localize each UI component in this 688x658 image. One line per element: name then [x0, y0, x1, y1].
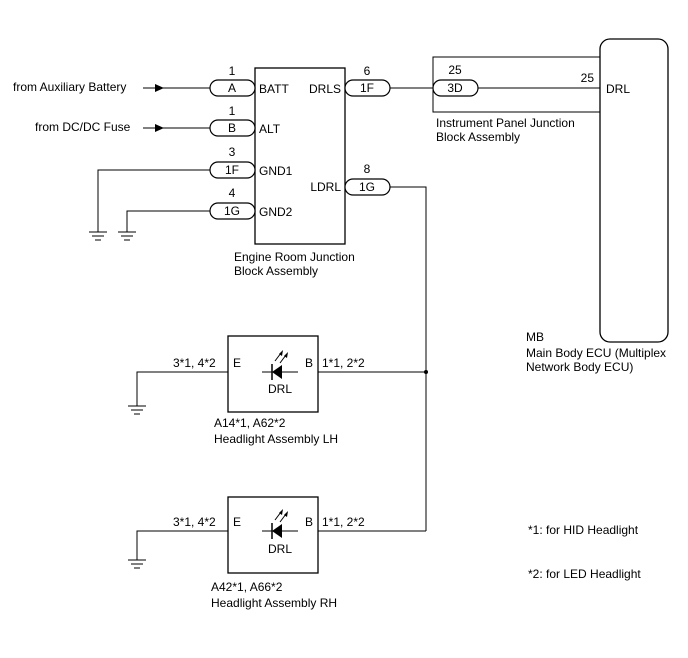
ipjb-name-2: Block Assembly	[436, 130, 520, 144]
connector-gnd1: 3 1F	[209, 145, 256, 179]
pin-ldrl-label: LDRL	[310, 180, 341, 194]
engine-room-jb-name-1: Engine Room Junction	[234, 250, 355, 264]
ecu-code: MB	[526, 330, 544, 344]
arrow-icon	[155, 84, 164, 92]
input-aux-battery-label: from Auxiliary Battery	[13, 80, 126, 94]
ground-icon	[118, 231, 136, 241]
rh-pin-e-number: 3*1, 4*2	[173, 515, 216, 529]
pin-alt-number: 1	[229, 104, 236, 118]
gnd2-wire	[118, 210, 210, 241]
pin-batt-label: BATT	[259, 82, 289, 96]
lh-pin-b-label: B	[305, 356, 313, 370]
connector-batt: 1 A	[209, 64, 256, 97]
engine-room-jb-name-2: Block Assembly	[234, 264, 318, 278]
engine-room-junction-block: BATT ALT GND1 GND2 DRLS LDRL Engine Room…	[234, 67, 355, 278]
pin-gnd2-number: 4	[229, 186, 236, 200]
rh-component-label: DRL	[268, 542, 292, 556]
connector-gnd2-code: 1G	[224, 204, 240, 218]
ecu-name-2: Network Body ECU)	[526, 360, 633, 374]
pin-gnd1-number: 3	[229, 145, 236, 159]
pin-ldrl-number: 8	[364, 162, 371, 176]
connector-gnd1-code: 1F	[225, 163, 239, 177]
connector-drls-code: 1F	[360, 81, 374, 95]
gnd1-wire	[89, 169, 210, 241]
lh-component-label: DRL	[268, 382, 292, 396]
pin-alt-label: ALT	[259, 122, 281, 136]
ecu-pin-number: 25	[581, 71, 595, 85]
ecu-pin-label: DRL	[606, 82, 630, 96]
lh-pin-b-number: 1*1, 2*2	[322, 356, 365, 370]
lh-pin-e-label: E	[233, 356, 241, 370]
pin-gnd1-label: GND1	[259, 164, 293, 178]
main-body-ecu: DRL MB Main Body ECU (Multiplex Network …	[526, 38, 669, 374]
note-led: *2: for LED Headlight	[528, 567, 641, 581]
ipjb-name-1: Instrument Panel Junction	[436, 116, 575, 130]
pin-drls-number: 6	[364, 64, 371, 78]
lh-pin-e-number: 3*1, 4*2	[173, 356, 216, 370]
connector-alt-code: B	[228, 121, 236, 135]
note-hid: *1: for HID Headlight	[528, 523, 639, 537]
rh-pin-b-number: 1*1, 2*2	[322, 515, 365, 529]
instrument-panel-junction-block: 25 3D Instrument Panel Junction Block As…	[432, 56, 600, 144]
rh-pin-b-label: B	[305, 515, 313, 529]
ldrl-wire	[390, 186, 427, 531]
lh-code: A14*1, A62*2	[214, 416, 286, 430]
ipjb-connector-code: 3D	[447, 81, 463, 95]
connector-gnd2: 4 1G	[209, 186, 256, 220]
connector-alt: 1 B	[209, 104, 256, 137]
pin-gnd2-label: GND2	[259, 205, 293, 219]
arrow-icon	[155, 124, 164, 132]
lh-name: Headlight Assembly LH	[214, 432, 338, 446]
connector-ldrl: 8 1G	[344, 162, 391, 196]
connector-ldrl-code: 1G	[359, 180, 375, 194]
connector-batt-code: A	[228, 81, 236, 95]
ecu-name-1: Main Body ECU (Multiplex	[526, 346, 666, 360]
headlight-assembly-lh: 3*1, 4*2 E B 1*1, 2*2 DRL A14*1, A62*2 H…	[128, 335, 426, 446]
rh-code: A42*1, A66*2	[211, 580, 283, 594]
input-aux-battery: from Auxiliary Battery	[13, 80, 210, 94]
connector-drls: 6 1F	[344, 64, 391, 97]
pin-batt-number: 1	[229, 64, 236, 78]
rh-name: Headlight Assembly RH	[211, 596, 337, 610]
led-diode-icon	[262, 350, 298, 380]
pin-drls-label: DRLS	[309, 82, 341, 96]
headlight-assembly-rh: 3*1, 4*2 E B 1*1, 2*2 DRL A42*1, A66*2 H…	[128, 496, 426, 610]
input-dcdc-fuse: from DC/DC Fuse	[35, 120, 210, 134]
ground-icon	[89, 231, 107, 241]
rh-pin-e-label: E	[233, 515, 241, 529]
ground-icon	[128, 405, 146, 415]
led-diode-icon	[262, 509, 298, 539]
input-dcdc-fuse-label: from DC/DC Fuse	[35, 120, 131, 134]
ipjb-pin-number: 25	[448, 63, 462, 77]
ground-icon	[128, 559, 146, 569]
